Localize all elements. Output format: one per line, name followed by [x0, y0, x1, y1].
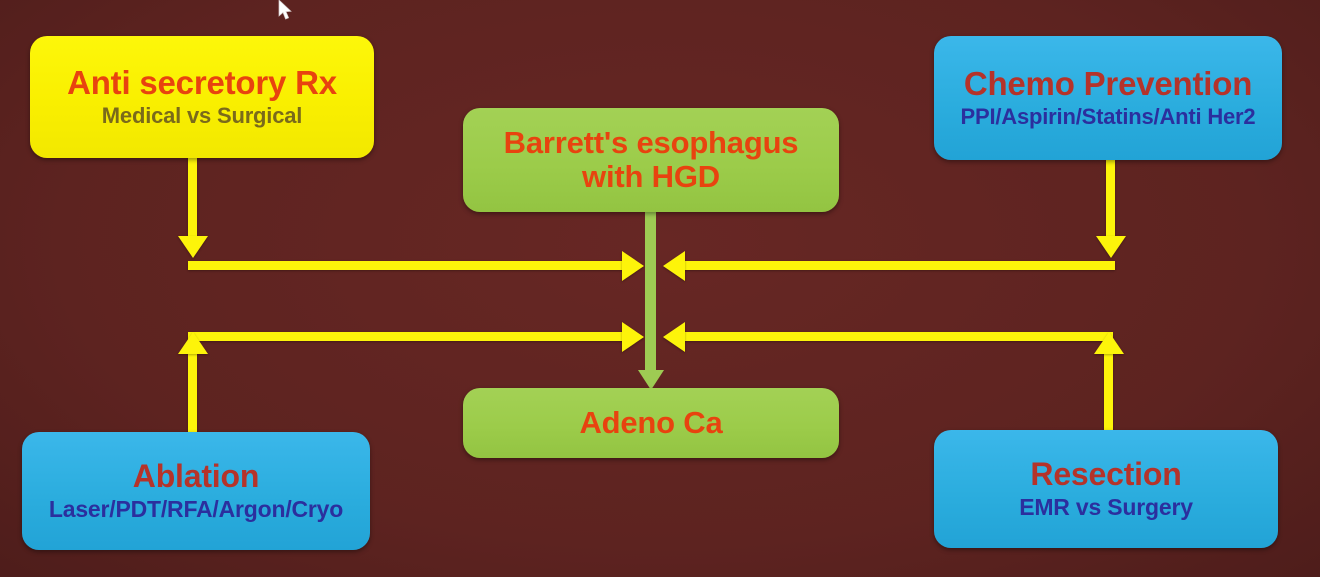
- node-resection[interactable]: Resection EMR vs Surgery: [934, 430, 1278, 548]
- connector-upper-left-arrowhead-right: [622, 250, 644, 281]
- connector-antisecretory-vertical: [188, 156, 197, 244]
- connector-lower-right-arrowhead-left: [663, 321, 685, 352]
- connector-resection-vertical: [1104, 352, 1113, 432]
- node-adeno-ca-title: Adeno Ca: [579, 404, 723, 440]
- connector-lower-left-arrowhead-right: [622, 321, 644, 352]
- node-resection-title: Resection: [1030, 455, 1182, 492]
- connector-chemo-arrowhead-down: [1095, 236, 1126, 258]
- node-anti-secretory-rx[interactable]: Anti secretory Rx Medical vs Surgical: [30, 36, 374, 158]
- node-anti-secretory-rx-subtitle: Medical vs Surgical: [101, 103, 303, 129]
- connector-upper-right-arrowhead-left: [663, 250, 685, 281]
- node-resection-subtitle: EMR vs Surgery: [1019, 494, 1193, 521]
- connector-lower-right-horizontal: [678, 332, 1113, 341]
- connector-progression-vertical: [645, 206, 656, 376]
- node-chemo-prevention-subtitle: PPI/Aspirin/Statins/Anti Her2: [960, 104, 1256, 130]
- node-adeno-ca[interactable]: Adeno Ca: [463, 388, 839, 458]
- connector-resection-arrowhead-up: [1093, 332, 1124, 354]
- node-anti-secretory-rx-title: Anti secretory Rx: [67, 63, 337, 101]
- node-barretts-title-line2: with HGD: [582, 159, 720, 194]
- connector-ablation-arrowhead-up: [177, 332, 208, 354]
- connector-chemo-vertical: [1106, 158, 1115, 244]
- connector-progression-arrowhead-down: [637, 370, 664, 390]
- node-chemo-prevention-title: Chemo Prevention: [963, 64, 1253, 102]
- connector-ablation-vertical: [188, 352, 197, 434]
- node-barretts-title-line1: Barrett's esophagus: [503, 124, 799, 160]
- node-ablation-subtitle: Laser/PDT/RFA/Argon/Cryo: [48, 496, 344, 523]
- node-barretts-esophagus-hgd[interactable]: Barrett's esophagus with HGD: [463, 108, 839, 212]
- node-ablation-title: Ablation: [132, 457, 260, 494]
- connector-upper-left-horizontal: [188, 261, 633, 270]
- node-chemo-prevention[interactable]: Chemo Prevention PPI/Aspirin/Statins/Ant…: [934, 36, 1282, 160]
- connector-upper-right-horizontal: [678, 261, 1115, 270]
- mouse-cursor-icon: [278, 0, 292, 20]
- connector-antisecretory-arrowhead-down: [177, 236, 208, 258]
- node-ablation[interactable]: Ablation Laser/PDT/RFA/Argon/Cryo: [22, 432, 370, 550]
- connector-lower-left-horizontal: [188, 332, 633, 341]
